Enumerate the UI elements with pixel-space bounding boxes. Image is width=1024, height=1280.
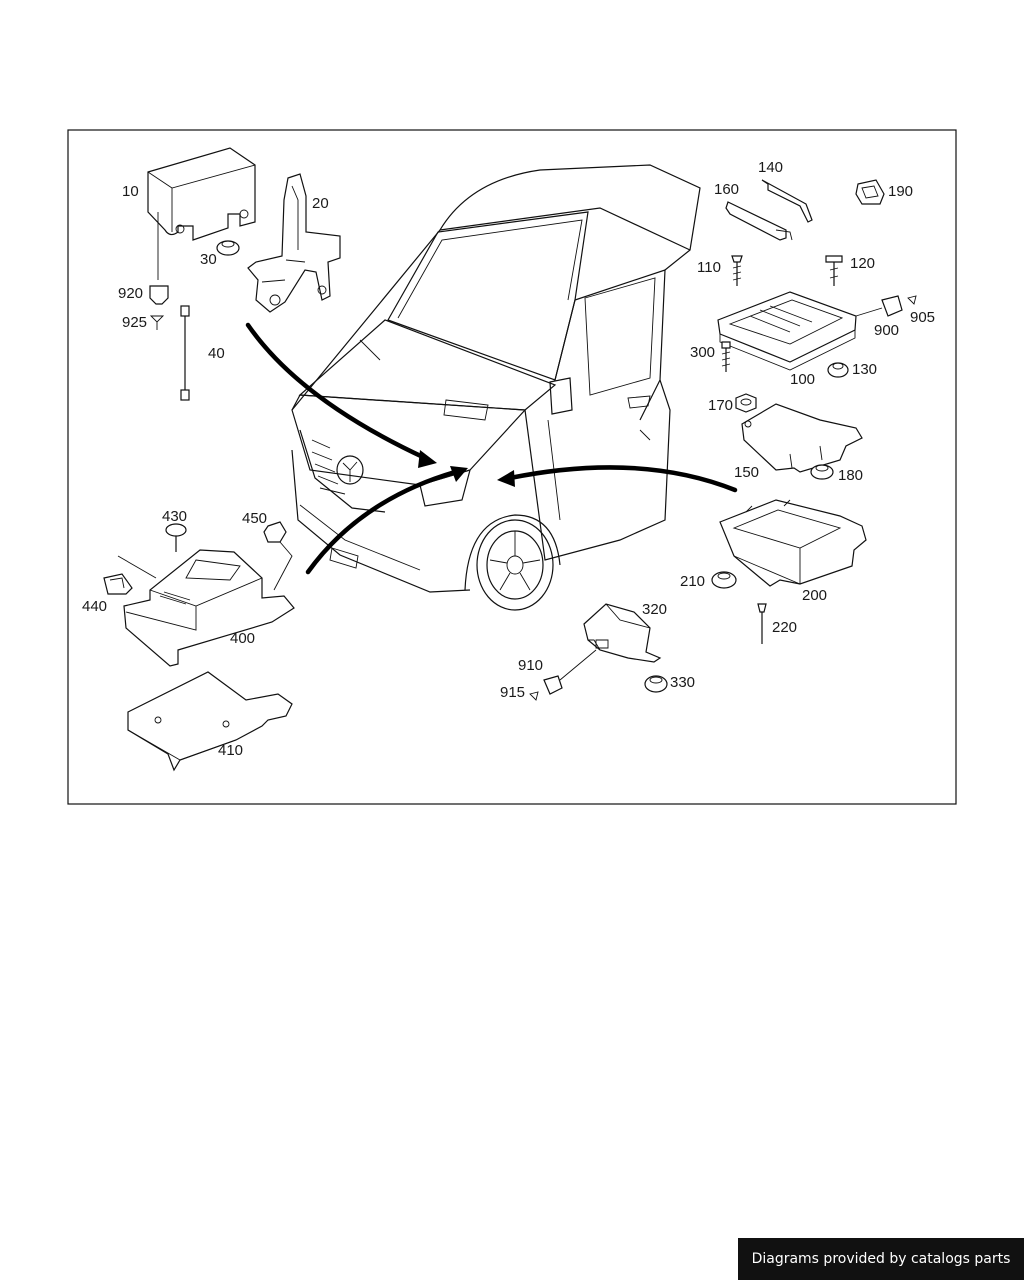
part-330-nut [644, 675, 668, 693]
label-400: 400 [230, 630, 255, 647]
part-400-fuse-box [117, 549, 295, 667]
label-440: 440 [82, 598, 107, 615]
part-450-nut [263, 521, 293, 591]
part-410-plate [127, 671, 293, 772]
label-130: 130 [852, 361, 877, 378]
label-915: 915 [500, 684, 525, 701]
credit-banner: Diagrams provided by catalogs parts [738, 1238, 1024, 1280]
part-300-screw [721, 341, 731, 372]
part-320-module [583, 603, 662, 663]
label-410: 410 [218, 742, 243, 759]
part-100-control-unit [717, 291, 857, 371]
label-120: 120 [850, 255, 875, 272]
part-110-screw [731, 255, 743, 286]
part-440-clip [103, 573, 133, 595]
label-150: 150 [734, 464, 759, 481]
part-130-nut [827, 362, 849, 378]
label-450: 450 [242, 510, 267, 527]
label-300: 300 [690, 344, 715, 361]
label-210: 210 [680, 573, 705, 590]
label-905: 905 [910, 309, 935, 326]
part-20-bracket [247, 173, 341, 313]
part-900-905-connector [855, 295, 917, 317]
part-180-nut [810, 464, 834, 480]
label-140: 140 [758, 159, 783, 176]
part-920-925 [149, 285, 169, 330]
part-910-915-connector [529, 649, 597, 701]
label-910: 910 [518, 657, 543, 674]
part-200-tray [719, 499, 867, 587]
label-110: 110 [697, 259, 721, 276]
label-190: 190 [888, 183, 913, 200]
label-170: 170 [708, 397, 733, 414]
part-10-cover [147, 147, 256, 280]
label-40: 40 [208, 345, 225, 362]
van-illustration [291, 164, 701, 611]
label-320: 320 [642, 601, 667, 618]
part-140-160-bracket [725, 179, 813, 241]
part-labels: 10 20 30 40 100 110 120 130 140 150 160 … [82, 159, 935, 759]
label-20: 20 [312, 195, 329, 212]
label-160: 160 [714, 181, 739, 198]
arrow-from-200 [507, 465, 738, 493]
label-900: 900 [874, 322, 899, 339]
part-30-nut [216, 240, 240, 256]
part-430-screw [165, 523, 187, 552]
part-150-bracket [741, 403, 863, 473]
part-40-cable [180, 305, 190, 401]
part-220-rivet [757, 603, 767, 644]
label-10: 10 [122, 183, 139, 200]
label-30: 30 [200, 251, 217, 268]
part-210-nut [711, 571, 737, 589]
label-920: 920 [118, 285, 143, 302]
label-200: 200 [802, 587, 827, 604]
diagram-border [67, 129, 957, 805]
label-180: 180 [838, 467, 863, 484]
label-430: 430 [162, 508, 187, 525]
part-170-nut [735, 393, 757, 413]
part-120-bolt [825, 255, 843, 286]
label-220: 220 [772, 619, 797, 636]
label-330: 330 [670, 674, 695, 691]
arrows [245, 322, 738, 575]
label-925: 925 [122, 314, 147, 331]
label-100: 100 [790, 371, 815, 388]
arrow-from-400 [305, 469, 458, 575]
arrow-from-20 [245, 322, 428, 461]
part-190-clip [855, 179, 885, 205]
